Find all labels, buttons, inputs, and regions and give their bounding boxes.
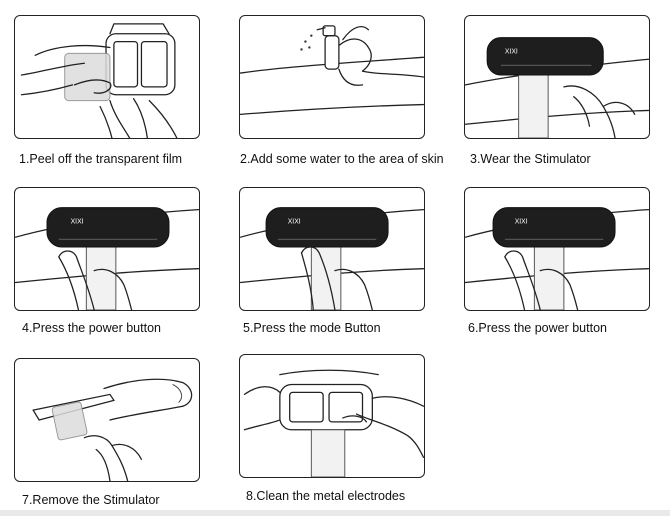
press-button-drawing: XIXI <box>465 207 649 310</box>
step-5-caption: 5.Press the mode Button <box>243 321 381 335</box>
press-button-drawing: XIXI <box>240 207 424 310</box>
device-logo: XIXI <box>505 48 518 55</box>
step-7-caption: 7.Remove the Stimulator <box>22 493 160 507</box>
step-4-caption: 4.Press the power button <box>22 321 161 335</box>
remove-device-drawing <box>32 378 193 481</box>
clean-electrodes-drawing <box>243 369 424 477</box>
bottom-strip <box>0 510 670 516</box>
spray-water-drawing <box>240 25 424 116</box>
press-button-drawing: XIXI <box>15 207 199 310</box>
step-6-illustration: XIXI <box>464 187 650 311</box>
step-1-caption: 1.Peel off the transparent film <box>19 152 183 166</box>
step-5-illustration: XIXI <box>239 187 425 311</box>
step-2-caption: 2.Add some water to the area of skin <box>240 152 444 166</box>
wear-device-drawing: XIXI <box>465 37 649 138</box>
device-logo: XIXI <box>515 218 528 225</box>
step-1-illustration <box>14 15 200 139</box>
step-6-caption: 6.Press the power button <box>468 321 607 335</box>
step-8-illustration <box>239 354 425 478</box>
device-logo: XIXI <box>71 218 84 225</box>
step-4-illustration: XIXI <box>14 187 200 311</box>
step-3-illustration: XIXI <box>464 15 650 139</box>
step-2-illustration <box>239 15 425 139</box>
device-logo: XIXI <box>288 218 301 225</box>
peel-film-drawing <box>20 23 178 138</box>
step-7-illustration <box>14 358 200 482</box>
step-8-caption: 8.Clean the metal electrodes <box>246 489 406 503</box>
step-3-caption: 3.Wear the Stimulator <box>470 152 591 166</box>
